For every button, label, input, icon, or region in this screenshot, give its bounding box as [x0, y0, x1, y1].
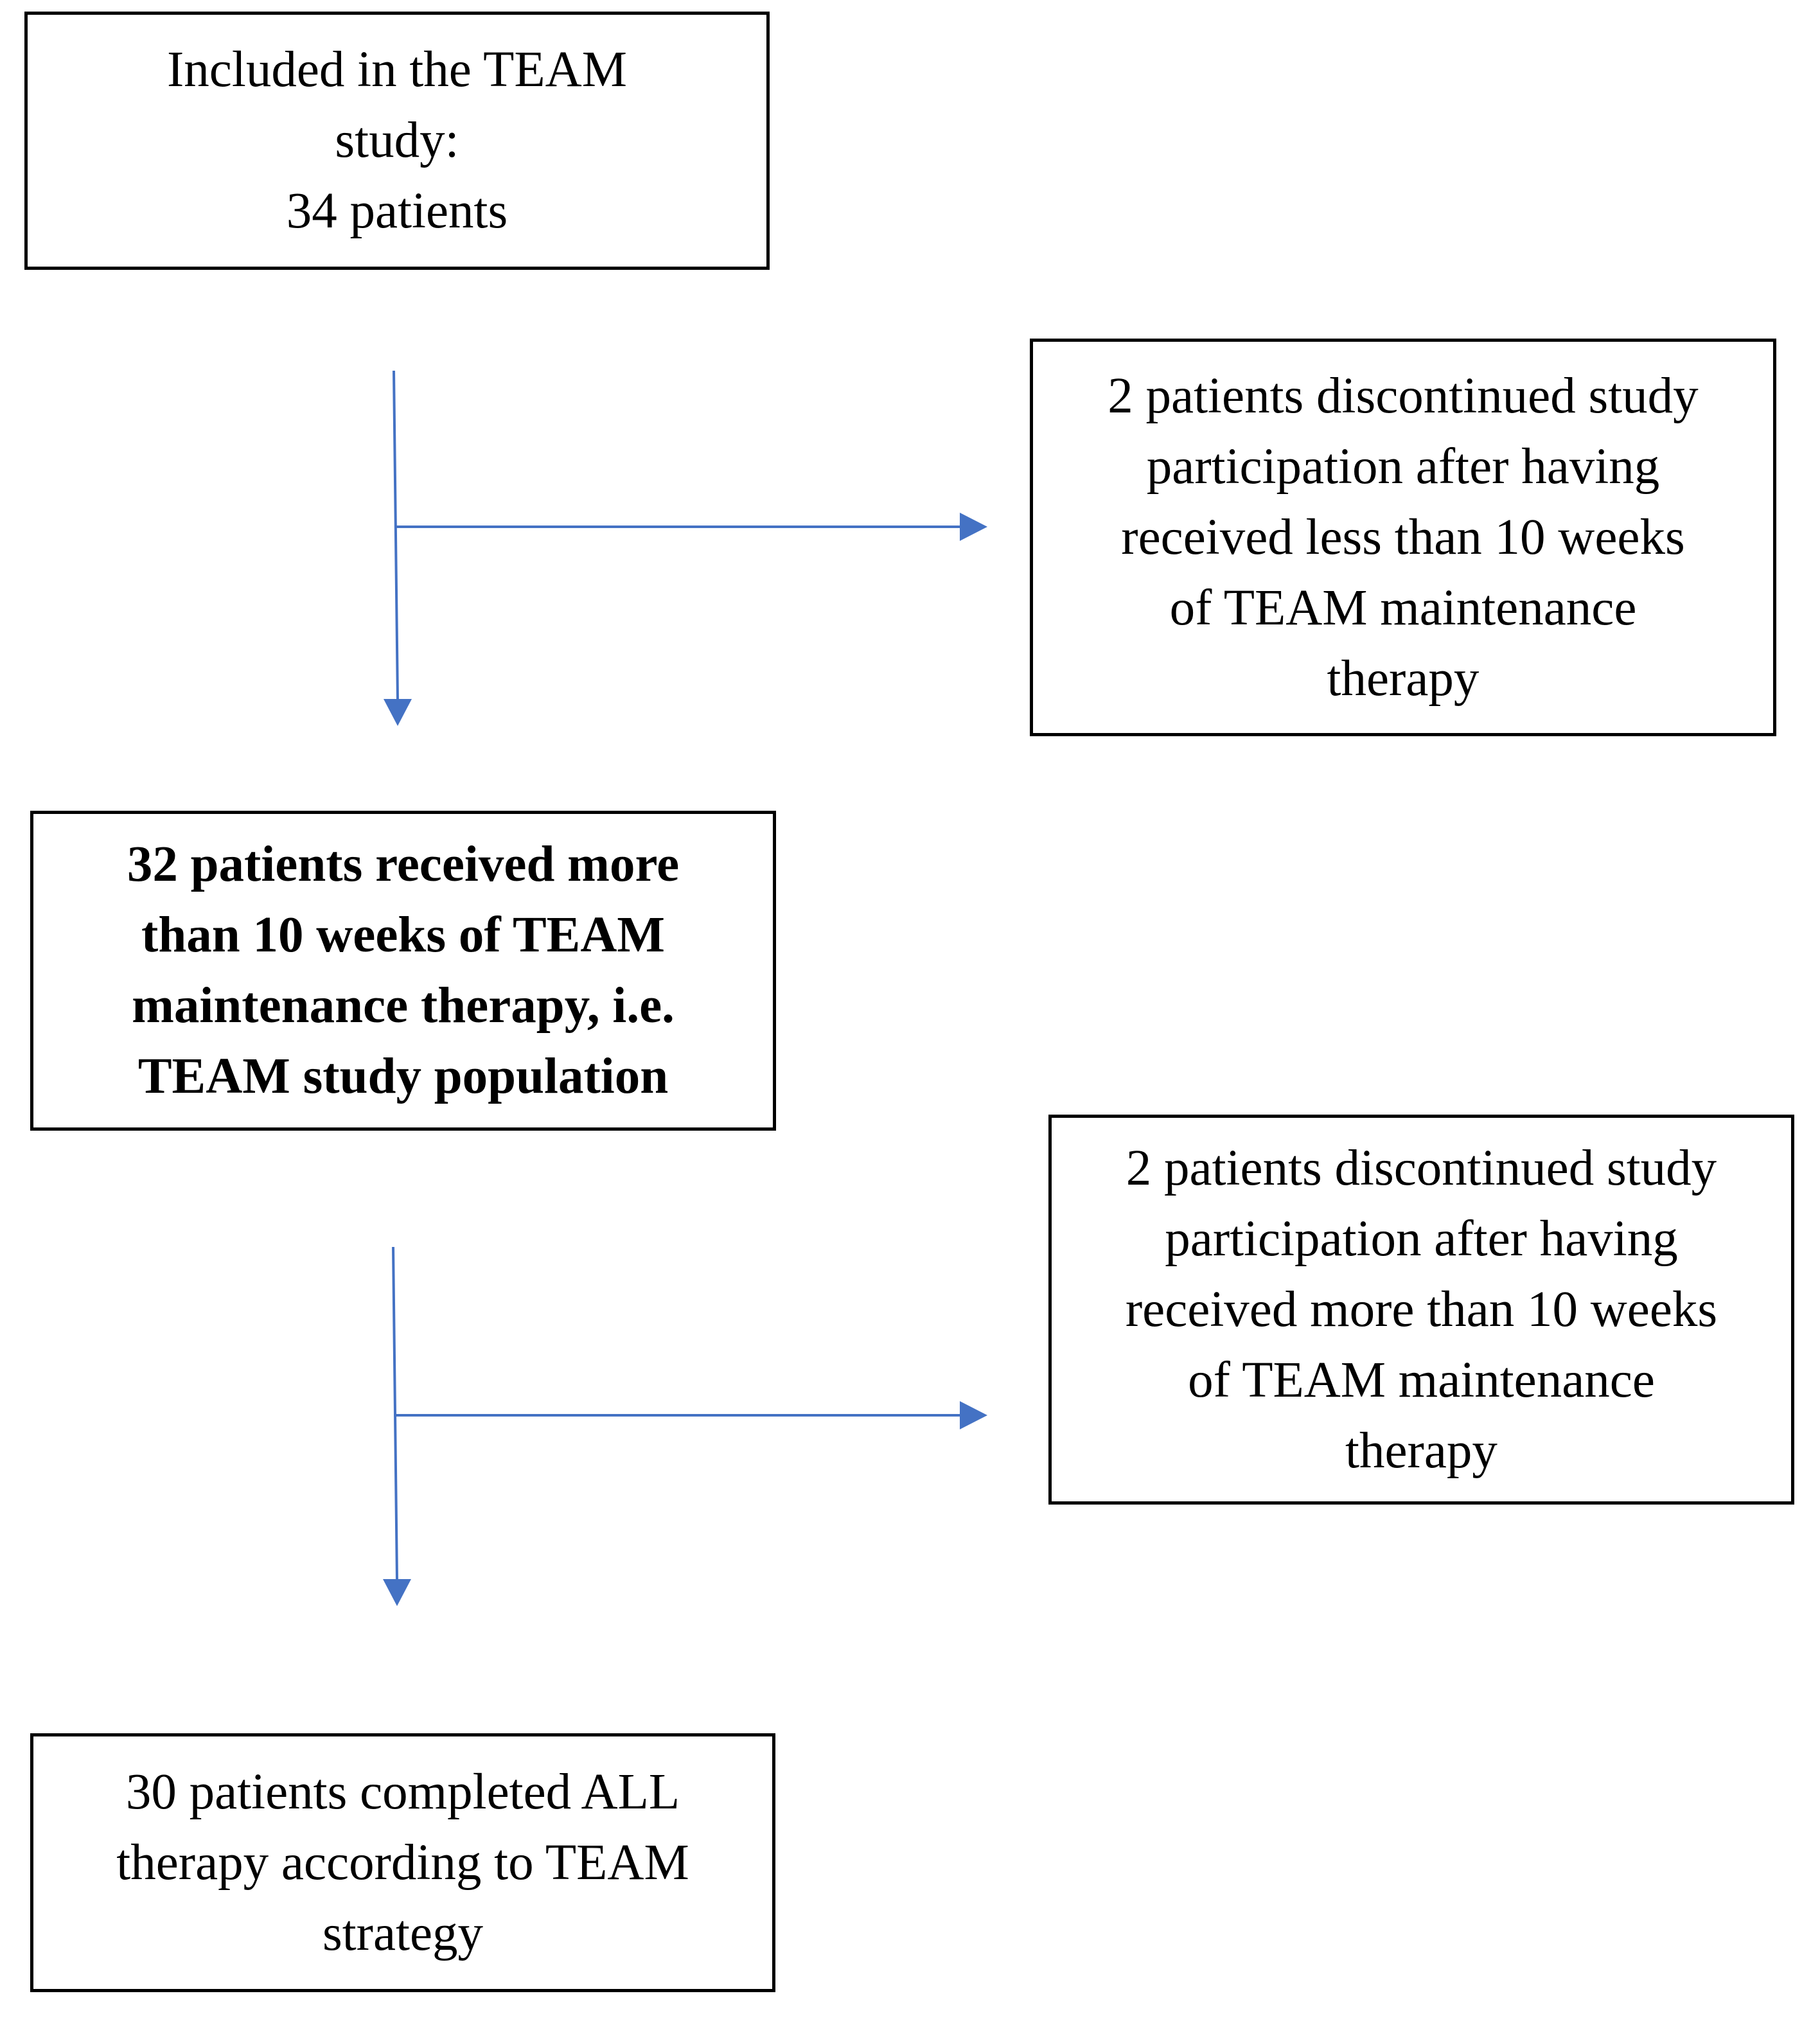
box-text-line: therapy — [1345, 1422, 1498, 1479]
vertical-connector-line — [392, 1246, 398, 1581]
study-population-box: 32 patients received more than 10 weeks … — [30, 811, 776, 1131]
arrowhead-right-icon — [960, 1401, 987, 1429]
box-text-line: strategy — [322, 1905, 484, 1961]
box-text-line: 32 patients received more — [127, 836, 680, 892]
box-text-line: 2 patients discontinued study — [1126, 1140, 1717, 1196]
box-text-line: participation after having — [1146, 438, 1660, 495]
box-text-line: received less than 10 weeks — [1121, 509, 1685, 565]
box-text-line: TEAM study population — [137, 1048, 669, 1104]
discontinued-less-than-10-weeks-box: 2 patients discontinued study participat… — [1030, 339, 1776, 736]
completed-therapy-box: 30 patients completed ALL therapy accord… — [30, 1733, 775, 1992]
edge-included-to-study-population — [384, 370, 412, 726]
box-text-line: 30 patients completed ALL — [125, 1763, 680, 1820]
box-text-line: participation after having — [1165, 1210, 1678, 1267]
vertical-connector-line — [393, 370, 399, 701]
edge-study-population-to-completed — [383, 1246, 411, 1606]
box-text-line: 2 patients discontinued study — [1108, 367, 1699, 424]
arrowhead-down-icon — [383, 1579, 411, 1606]
discontinued-more-than-10-weeks-box: 2 patients discontinued study participat… — [1048, 1115, 1794, 1505]
arrowhead-down-icon — [384, 699, 412, 726]
box-text-line: than 10 weeks of TEAM — [141, 907, 665, 963]
arrowhead-right-icon — [960, 513, 987, 541]
box-text-line: maintenance therapy, i.e. — [132, 978, 675, 1034]
box-text-line: 34 patients — [286, 183, 508, 239]
box-text-line: of TEAM maintenance — [1169, 579, 1637, 636]
edge-study-population-to-discontinued-more — [395, 1401, 987, 1429]
box-text-line: of TEAM maintenance — [1188, 1352, 1655, 1408]
box-text-line: received more than 10 weeks — [1125, 1281, 1718, 1338]
box-text-line: therapy according to TEAM — [116, 1834, 689, 1891]
box-text-line: study: — [335, 112, 459, 168]
box-text-line: Included in the TEAM — [167, 42, 627, 98]
edge-included-to-discontinued-less — [396, 513, 987, 541]
box-text-line: therapy — [1327, 650, 1480, 707]
included-patients-box: Included in the TEAM study: 34 patients — [24, 12, 770, 270]
